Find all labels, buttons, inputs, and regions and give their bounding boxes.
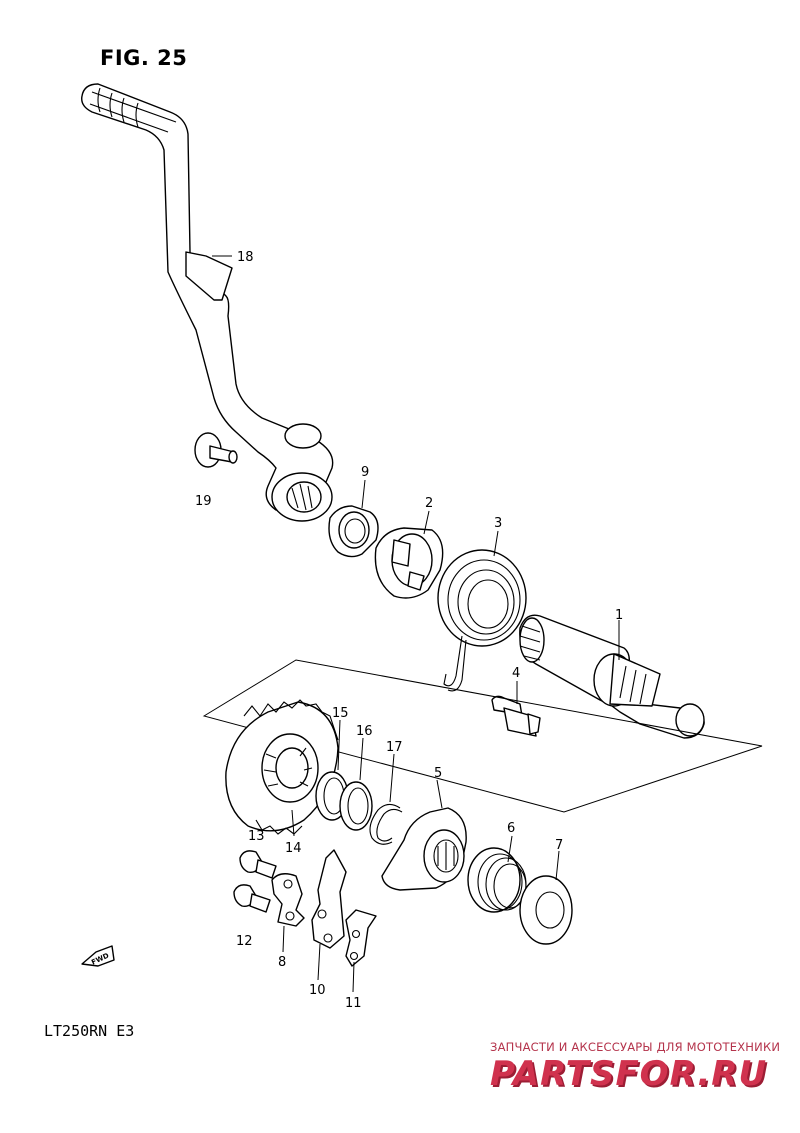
callout-8: 8 xyxy=(278,955,286,970)
stopper-pin xyxy=(491,695,541,737)
callout-6: 6 xyxy=(507,821,515,836)
callout-11: 11 xyxy=(345,996,362,1011)
lever-bolt xyxy=(194,432,238,468)
callout-18: 18 xyxy=(237,250,254,265)
subassembly-outline xyxy=(202,659,763,813)
callout-2: 2 xyxy=(425,496,433,511)
callout-7: 7 xyxy=(555,838,563,853)
forward-arrow-icon: FWD xyxy=(81,945,115,967)
guide-plate xyxy=(271,873,305,927)
callout-3: 3 xyxy=(494,516,502,531)
stopper-plate xyxy=(345,909,377,967)
callout-13: 13 xyxy=(248,829,265,844)
watermark-subtitle: ЗАПЧАСТИ И АКСЕССУАРЫ ДЛЯ МОТОТЕХНИКИ xyxy=(490,1040,781,1054)
kick-shaft xyxy=(519,614,705,739)
callout-19: 19 xyxy=(195,494,212,509)
washer-16 xyxy=(339,781,373,831)
callout-5: 5 xyxy=(434,766,442,781)
kick-ratchet xyxy=(381,807,467,891)
ratchet-spring xyxy=(467,847,527,913)
callout-14: 14 xyxy=(285,841,302,856)
callout-10: 10 xyxy=(309,983,326,998)
kick-starter-lever xyxy=(81,83,334,522)
callout-4: 4 xyxy=(512,666,520,681)
callout-17: 17 xyxy=(386,740,403,755)
circlip xyxy=(369,803,403,845)
bolt-12 xyxy=(233,884,271,913)
callout-9: 9 xyxy=(361,465,369,480)
kick-gear xyxy=(225,699,339,835)
callout-12: 12 xyxy=(236,934,253,949)
bolt-13 xyxy=(239,850,277,879)
callout-16: 16 xyxy=(356,724,373,739)
return-spring xyxy=(437,549,527,692)
model-code: LT250RN E3 xyxy=(44,1022,135,1040)
callout-15: 15 xyxy=(332,706,349,721)
washer-7 xyxy=(519,875,573,945)
watermark-logo: PARTSFOR.RU xyxy=(490,1054,768,1094)
oil-seal xyxy=(328,505,379,558)
callout-1: 1 xyxy=(615,608,623,623)
ratchet-lever xyxy=(311,849,347,949)
callout-numbers: 1 2 3 4 5 6 7 8 9 10 11 12 13 14 15 16 1… xyxy=(195,250,623,1011)
leader-lines xyxy=(212,255,620,993)
figure-title: FIG. 25 xyxy=(100,46,188,70)
kick-guide xyxy=(374,527,444,599)
